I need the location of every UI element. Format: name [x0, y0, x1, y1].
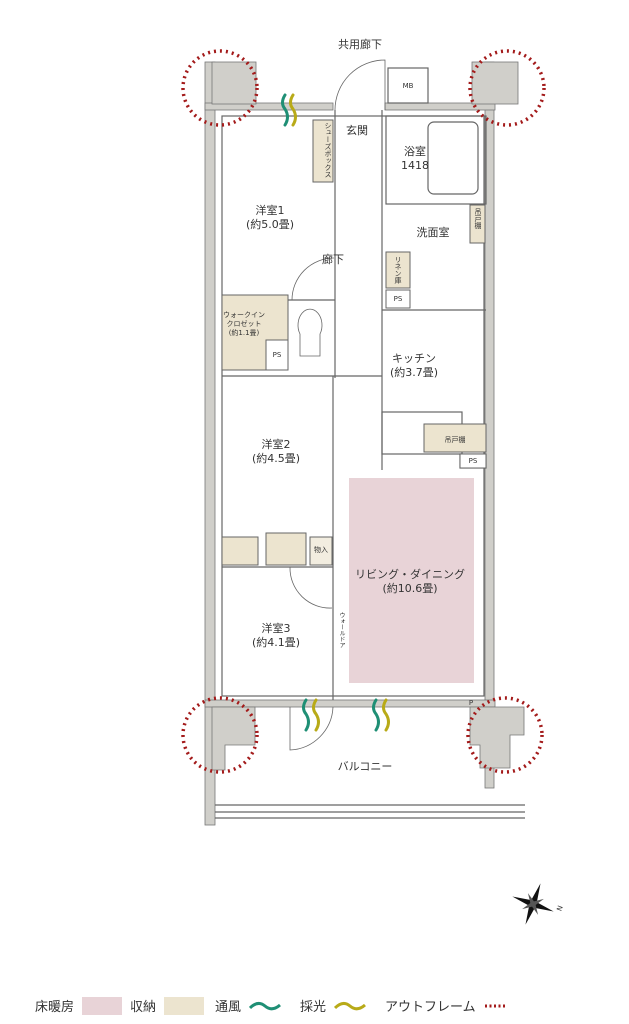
floor-heating-area [349, 478, 474, 683]
entrance-label: 玄関 [346, 124, 368, 137]
room1-label: 洋室1(約5.0畳) [246, 204, 294, 232]
room2-name: 洋室2 [261, 438, 291, 451]
room3-name: 洋室3 [261, 622, 291, 635]
hallway-label: 廊下 [322, 253, 344, 266]
wic-name2: クロゼット [226, 320, 262, 328]
compass-icon [512, 883, 554, 925]
wind-icon [372, 698, 380, 732]
legend-label: 収納 [130, 1000, 157, 1015]
storage-label: 物入 [314, 546, 328, 554]
wic-label: ウォークインクロゼット(約1.1畳) [223, 311, 265, 338]
legend-label: アウトフレーム [385, 1000, 476, 1015]
linen-closet [385, 251, 411, 289]
wic-name: ウォークイン [223, 311, 265, 319]
common-corridor-label: 共用廊下 [338, 38, 382, 51]
floor-heating-swatch [82, 996, 123, 1015]
outframe-dots-icon [484, 1004, 507, 1007]
p-label: P [468, 699, 474, 707]
storage-mono [309, 536, 333, 566]
living-dining-label: リビング・ダイニング(約10.6畳) [355, 568, 465, 596]
room1-size: (約5.0畳) [245, 218, 295, 231]
legend-daylight: 採光 [300, 996, 367, 1015]
room3-label: 洋室3(約4.1畳) [252, 622, 300, 650]
washroom-label: 洗面室 [416, 226, 450, 239]
ps-label: PS [393, 295, 403, 303]
light-icon [289, 93, 297, 127]
light-icon [334, 1001, 367, 1010]
shoe-box-label: シューズボックス [324, 122, 332, 178]
wall-left [204, 61, 216, 826]
room2-label: 洋室2(約4.5畳) [252, 438, 300, 466]
column-bottom-right [469, 706, 525, 769]
mb-label: MB [402, 82, 414, 90]
legend-label: 床暖房 [35, 1000, 75, 1015]
outframe-marker [181, 696, 259, 774]
legend-floor-heating: 床暖房 [35, 996, 123, 1015]
column-top-left [211, 61, 257, 105]
wind-icon [302, 698, 310, 732]
storage-room2 [221, 536, 259, 566]
wall-door-label: ウォールドア [338, 612, 345, 648]
wind-icon [281, 93, 289, 127]
column-top-right [471, 61, 519, 105]
legend-storage: 収納 [130, 996, 205, 1015]
wall-top-left [204, 102, 334, 111]
ld-name: リビング・ダイニング [355, 568, 465, 581]
room1-name: 洋室1 [255, 204, 285, 217]
legend-ventilation: 通風 [215, 996, 282, 1015]
shoe-box [312, 119, 334, 183]
kitchen-shelf-label: 吊戸棚 [444, 436, 466, 444]
ld-size: (約10.6畳) [382, 582, 438, 595]
ps-label-2: PS [272, 351, 282, 359]
kitchen-size: (約3.7畳) [389, 366, 439, 379]
kitchen-name: キッチン [391, 352, 436, 365]
ps-label-3: PS [468, 457, 478, 465]
storage-swatch [164, 996, 205, 1015]
legend-label: 採光 [300, 1000, 327, 1015]
bath-name: 浴室 [404, 145, 426, 158]
storage-room2b [265, 532, 307, 566]
wic-size: (約1.1畳) [228, 329, 260, 337]
column-bottom-left [211, 706, 256, 771]
outframe-marker [466, 696, 544, 774]
legend-label: 通風 [215, 1000, 242, 1015]
hanging-shelf-label: 吊戸棚 [474, 208, 482, 229]
hanging-shelf-wash [469, 204, 486, 244]
light-icon [382, 698, 390, 732]
room3-size: (約4.1畳) [251, 636, 301, 649]
linen-label: リネン庫 [394, 256, 402, 284]
balcony-label: バルコニー [337, 760, 393, 773]
kitchen-label: キッチン(約3.7畳) [390, 352, 438, 380]
legend: 床暖房 収納 通風 採光 アウトフレーム [0, 996, 629, 1020]
legend-outframe: アウトフレーム [385, 996, 508, 1015]
wall-bottom [204, 699, 496, 708]
hanging-shelf-kitchen [423, 423, 487, 453]
light-icon [312, 698, 320, 732]
room2-size: (約4.5畳) [251, 452, 301, 465]
wind-icon [249, 1001, 282, 1010]
outframe-marker [468, 49, 546, 127]
bath-size: 1418 [401, 159, 429, 172]
outframe-marker [181, 49, 259, 127]
